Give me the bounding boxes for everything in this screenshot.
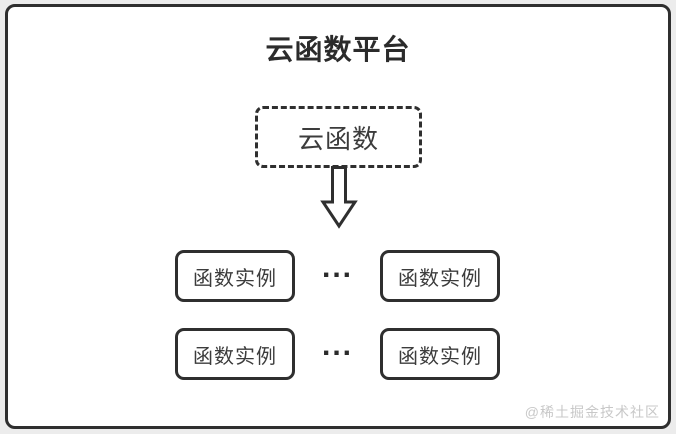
function-instance-box: 函数实例 xyxy=(175,328,295,380)
cloud-function-box: 云函数 xyxy=(255,106,422,168)
function-instance-box: 函数实例 xyxy=(175,250,295,302)
function-instance-box: 函数实例 xyxy=(380,250,500,302)
watermark: @稀土掘金技术社区 xyxy=(524,404,660,420)
function-instance-label: 函数实例 xyxy=(398,345,482,368)
down-arrow-icon xyxy=(320,166,358,229)
diagram-title: 云函数平台 xyxy=(265,34,411,65)
function-instance-label: 函数实例 xyxy=(398,267,482,290)
function-instance-box: 函数实例 xyxy=(380,328,500,380)
ellipsis-dots: ... xyxy=(321,329,353,362)
function-instance-label: 函数实例 xyxy=(193,345,277,368)
ellipsis-dots: ... xyxy=(321,251,353,284)
cloud-function-label: 云函数 xyxy=(297,123,379,154)
function-instance-label: 函数实例 xyxy=(193,267,277,290)
